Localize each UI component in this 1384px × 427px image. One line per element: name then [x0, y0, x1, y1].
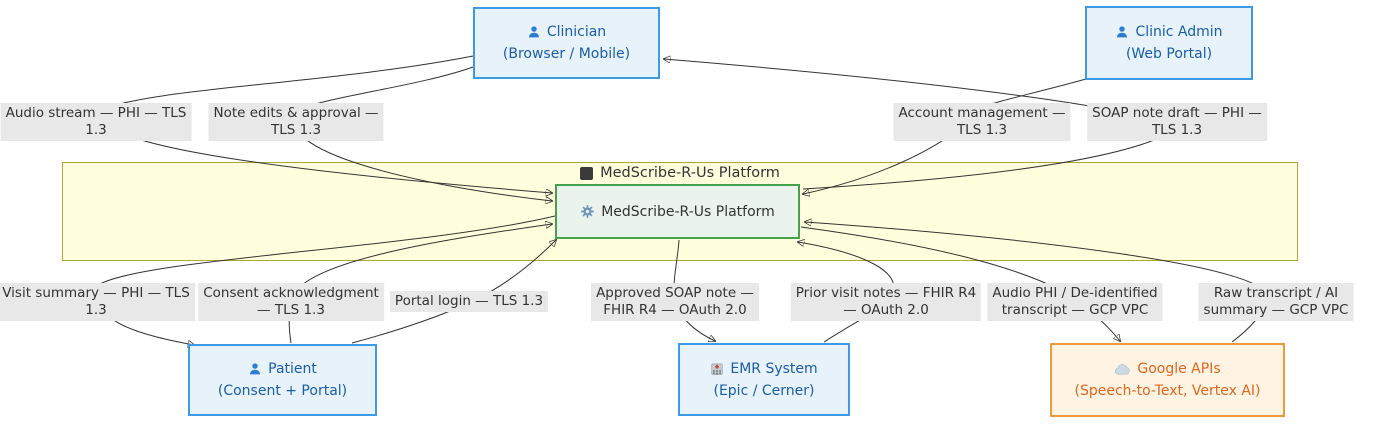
edge-raw-transcript	[805, 222, 1269, 343]
edge-label-portal-login: Portal login — TLS 1.3	[389, 291, 549, 312]
node-patient-title: Patient	[268, 361, 317, 377]
node-google-apis: Google APIs (Speech-to-Text, Vertex AI)	[1050, 343, 1285, 417]
platform-cluster-title: MedScribe-R-Us Platform	[62, 163, 1298, 183]
edge-visit-summary	[97, 215, 556, 345]
edge-label-approved-soap: Approved SOAP note — FHIR R4 — OAuth 2.0	[591, 283, 759, 321]
gear-icon	[580, 204, 595, 219]
node-clinician-title: Clinician	[546, 24, 607, 40]
edge-label-raw-transcript: Raw transcript / AI summary — GCP VPC	[1198, 283, 1354, 321]
node-emr-subtitle: (Epic / Cerner)	[713, 382, 815, 399]
hospital-icon	[710, 362, 724, 376]
person-icon	[1115, 25, 1129, 39]
edge-label-consent-ack: Consent acknowledgment — TLS 1.3	[198, 283, 384, 321]
edge-label-note-edits: Note edits & approval — TLS 1.3	[208, 103, 384, 141]
person-icon	[248, 362, 262, 376]
edge-consent-ack	[288, 224, 552, 344]
node-clinic-admin-subtitle: (Web Portal)	[1125, 46, 1213, 62]
node-patient-subtitle: (Consent + Portal)	[217, 383, 348, 399]
node-emr: EMR System (Epic / Cerner)	[678, 343, 850, 416]
edge-label-account-mgmt: Account management — TLS 1.3	[893, 103, 1071, 141]
node-clinician: Clinician (Browser / Mobile)	[473, 7, 660, 79]
node-google-apis-subtitle: (Speech-to-Text, Vertex AI)	[1074, 383, 1261, 399]
edge-label-prior-notes: Prior visit notes — FHIR R4 — OAuth 2.0	[790, 283, 982, 321]
edge-label-soap-draft: SOAP note draft — PHI — TLS 1.3	[1087, 103, 1267, 141]
cloud-icon	[1114, 362, 1131, 376]
node-platform-title: MedScribe-R-Us Platform	[601, 203, 775, 220]
edge-label-audio-stream: Audio stream — PHI — TLS 1.3	[0, 103, 192, 141]
node-patient: Patient (Consent + Portal)	[188, 344, 377, 416]
server-icon	[580, 166, 594, 180]
edge-audio-phi	[800, 226, 1120, 341]
node-clinician-subtitle: (Browser / Mobile)	[502, 46, 631, 62]
node-emr-title: EMR System	[730, 360, 818, 377]
node-clinic-admin: Clinic Admin (Web Portal)	[1085, 6, 1253, 80]
edge-label-visit-summary: Visit summary — PHI — TLS 1.3	[0, 283, 195, 321]
node-clinic-admin-title: Clinic Admin	[1135, 24, 1223, 40]
node-google-apis-title: Google APIs	[1137, 361, 1221, 377]
node-platform: MedScribe-R-Us Platform	[555, 184, 800, 239]
person-icon	[527, 25, 541, 39]
cluster-title-label: MedScribe-R-Us Platform	[600, 165, 780, 181]
edge-label-audio-phi: Audio PHI / De-identified transcript — G…	[987, 283, 1163, 321]
